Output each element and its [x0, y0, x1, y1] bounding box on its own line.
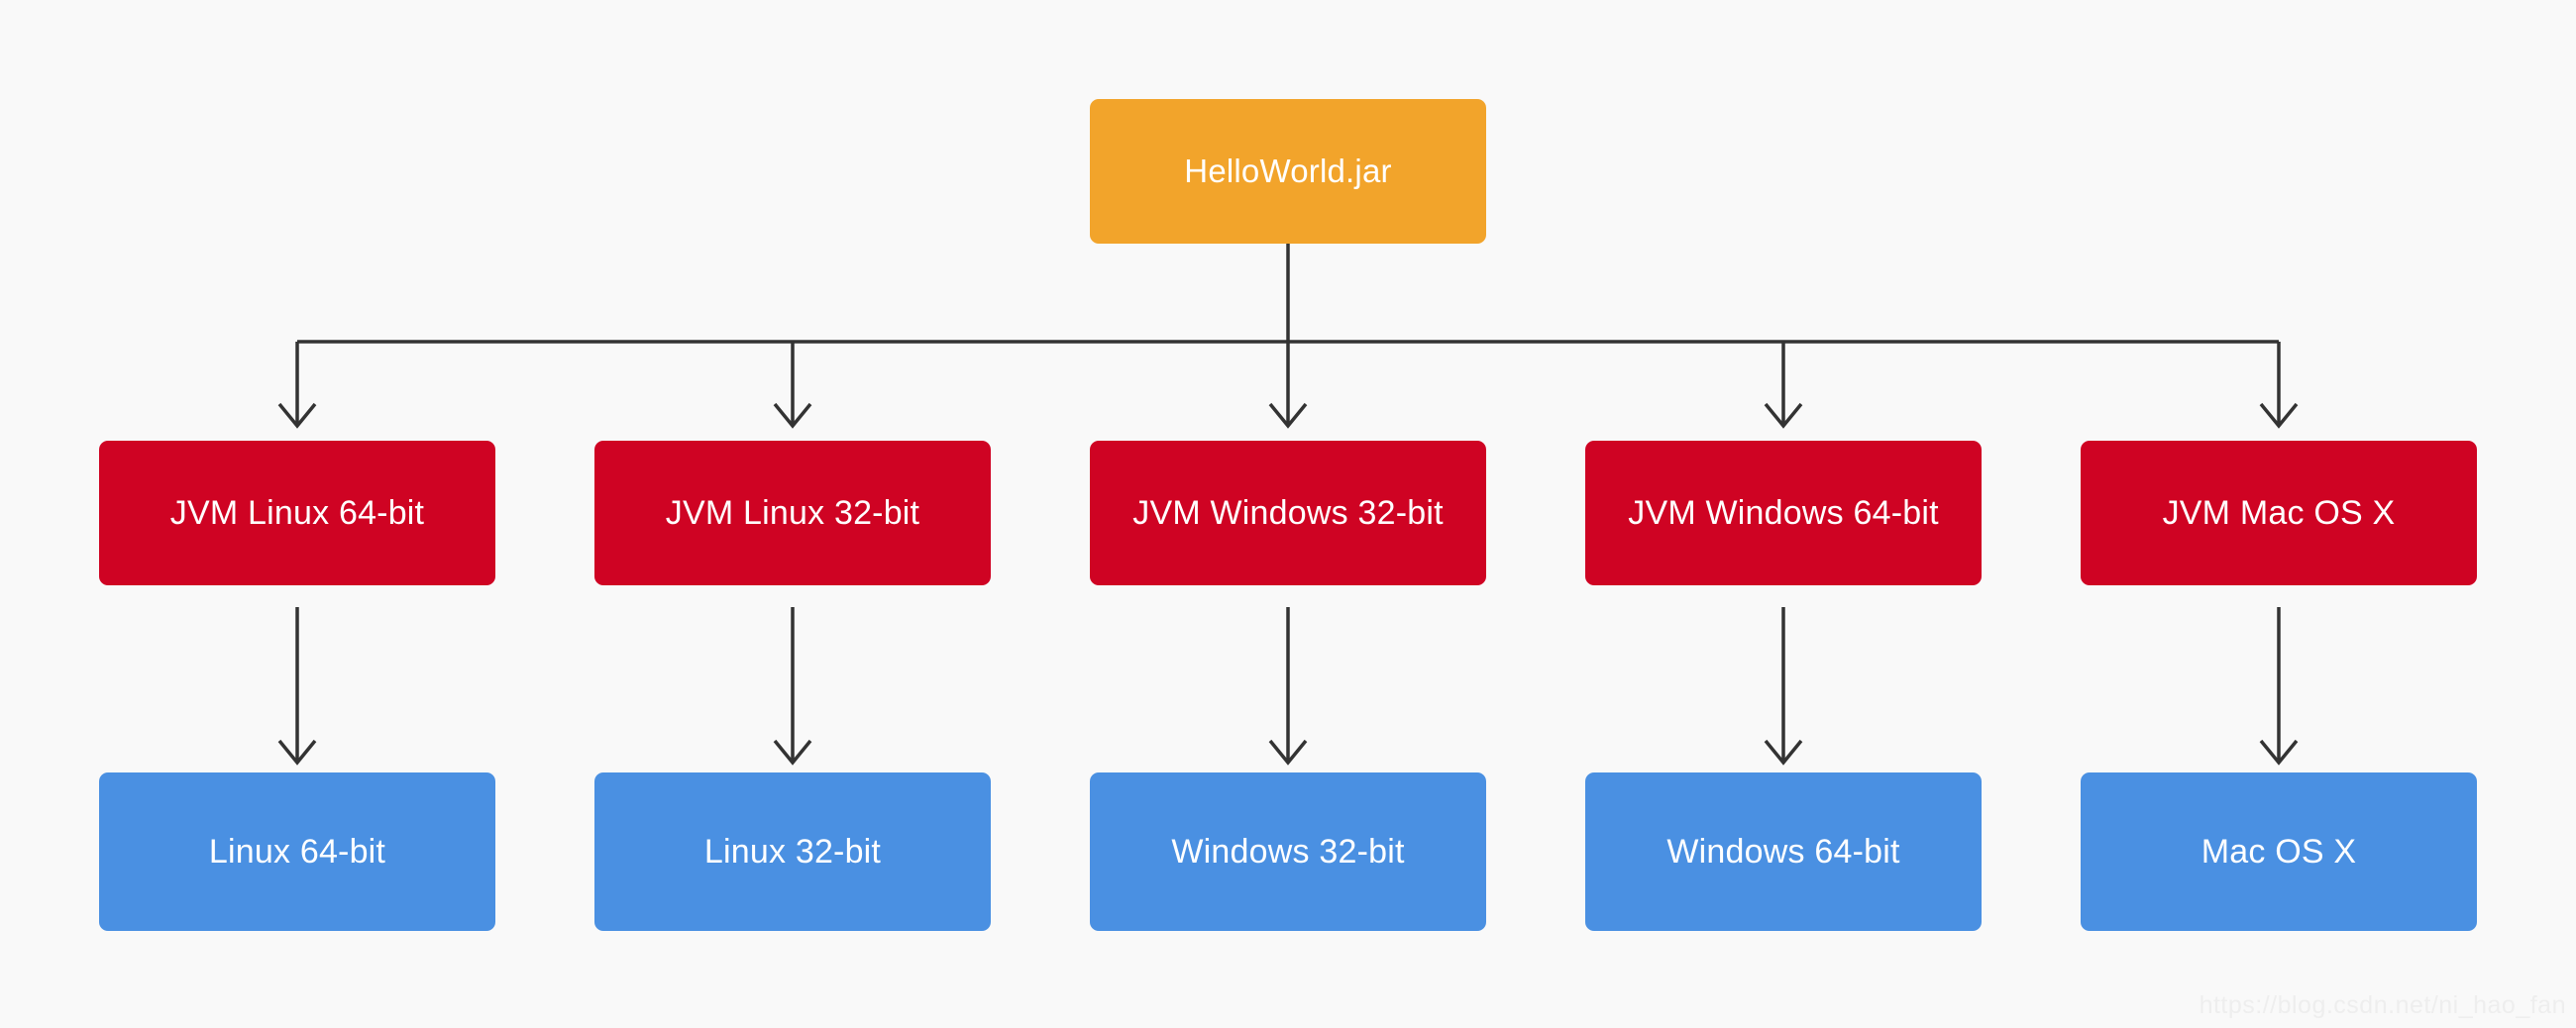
node-label: JVM Mac OS X — [2162, 493, 2396, 532]
node-label: JVM Windows 32-bit — [1132, 493, 1444, 532]
node-label: HelloWorld.jar — [1184, 153, 1392, 190]
node-jvm-linux-32[interactable]: JVM Linux 32-bit — [594, 441, 991, 585]
node-jvm-windows-32[interactable]: JVM Windows 32-bit — [1090, 441, 1486, 585]
node-jvm-linux-64[interactable]: JVM Linux 64-bit — [99, 441, 495, 585]
arrowhead-os-windows-64 — [1764, 739, 1803, 766]
arrowhead-jvm-linux-32 — [773, 402, 812, 429]
node-os-linux-64[interactable]: Linux 64-bit — [99, 772, 495, 931]
arrowhead-jvm-windows-64 — [1764, 402, 1803, 429]
arrowhead-os-linux-64 — [277, 739, 317, 766]
node-label: Linux 64-bit — [208, 832, 386, 871]
watermark-text: https://blog.csdn.net/ni_hao_fan — [2199, 991, 2566, 1019]
arrowhead-jvm-linux-64 — [277, 402, 317, 429]
node-jvm-windows-64[interactable]: JVM Windows 64-bit — [1585, 441, 1982, 585]
node-label: JVM Linux 32-bit — [665, 493, 920, 532]
node-label: JVM Linux 64-bit — [169, 493, 425, 532]
node-os-linux-32[interactable]: Linux 32-bit — [594, 772, 991, 931]
node-os-windows-32[interactable]: Windows 32-bit — [1090, 772, 1486, 931]
node-os-mac-os-x[interactable]: Mac OS X — [2081, 772, 2477, 931]
node-jvm-mac-os-x[interactable]: JVM Mac OS X — [2081, 441, 2477, 585]
arrowhead-os-windows-32 — [1268, 739, 1308, 766]
node-label: JVM Windows 64-bit — [1628, 493, 1939, 532]
node-label: Windows 32-bit — [1171, 832, 1405, 871]
arrowhead-jvm-windows-32 — [1268, 402, 1308, 429]
arrowhead-jvm-mac-os-x — [2259, 402, 2299, 429]
arrowhead-os-linux-32 — [773, 739, 812, 766]
arrowhead-os-mac-os-x — [2259, 739, 2299, 766]
node-label: Mac OS X — [2200, 832, 2357, 871]
node-label: Windows 64-bit — [1666, 832, 1900, 871]
node-helloworld-jar[interactable]: HelloWorld.jar — [1090, 99, 1486, 244]
node-label: Linux 32-bit — [703, 832, 882, 871]
node-os-windows-64[interactable]: Windows 64-bit — [1585, 772, 1982, 931]
